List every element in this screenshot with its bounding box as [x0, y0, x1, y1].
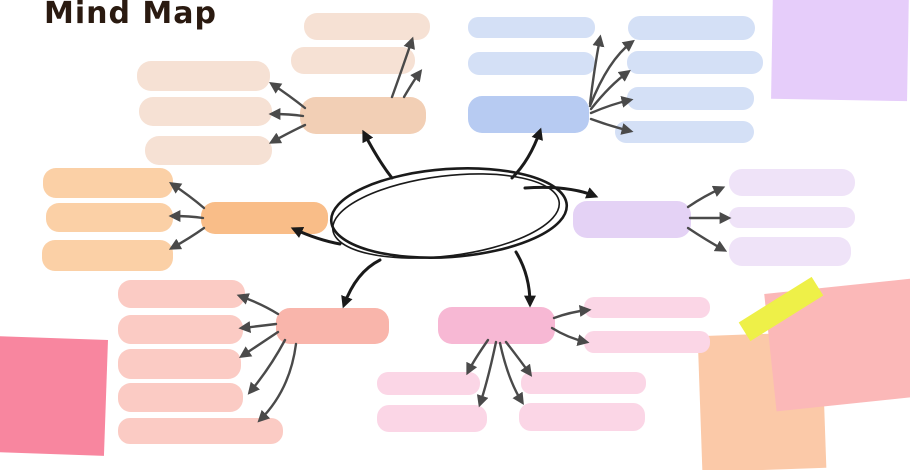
arrow-pink-leaf-4	[476, 340, 498, 408]
arrow-peach-leaf-1	[390, 36, 415, 99]
node-lavender-branch	[573, 201, 691, 238]
arrow-orange-leaf-1	[169, 182, 206, 210]
node-salmon-leaf-3	[118, 349, 241, 379]
arrow-blue-leaf-3	[588, 39, 635, 108]
node-peach-branch	[300, 97, 426, 134]
arrow-pink-leaf-1	[552, 304, 592, 320]
node-salmon-leaf-4	[118, 383, 243, 412]
node-orange-leaf-3	[42, 240, 173, 271]
arrow-blue-leaf-4	[589, 69, 631, 111]
node-lavender-leaf-1	[729, 169, 855, 196]
arrow-pink-leaf-3	[466, 338, 490, 376]
arrow-peach-leaf-3	[269, 82, 307, 110]
arrow-orange-leaf-3	[168, 226, 206, 250]
node-lavender-leaf-2	[729, 207, 855, 228]
arrow-salmon-leaf-2	[238, 321, 278, 334]
node-peach-leaf-4	[139, 97, 272, 126]
arrow-lavender-leaf-3	[686, 226, 728, 252]
node-peach-leaf-1	[304, 13, 430, 40]
main-arrows	[290, 127, 599, 309]
node-orange-branch	[201, 202, 328, 234]
arrow-center-to-blue	[510, 127, 543, 180]
arrow-peach-leaf-2	[402, 69, 423, 99]
node-blue-leaf-5	[627, 87, 754, 110]
node-peach-leaf-2	[291, 47, 415, 74]
node-blue-leaf-6	[615, 121, 754, 143]
node-peach-leaf-5	[145, 136, 272, 165]
arrow-center-to-peach	[362, 129, 394, 180]
sticky-note-pink	[764, 278, 910, 412]
node-salmon-leaf-1	[118, 280, 245, 308]
node-blue-leaf-4	[627, 51, 763, 74]
arrow-salmon-leaf-4	[247, 338, 287, 395]
leaf-arrows	[168, 34, 732, 423]
arrow-blue-leaf-1	[588, 34, 605, 106]
center-node	[329, 167, 569, 259]
sticky-note-hotpink	[0, 336, 108, 456]
arrow-pink-leaf-2	[550, 326, 590, 347]
node-blue-leaf-2	[468, 52, 595, 75]
node-pink-leaf-4	[377, 405, 487, 432]
arrow-center-to-salmon	[341, 258, 382, 309]
page-title: Mind Map	[44, 0, 217, 31]
arrow-salmon-leaf-3	[239, 330, 280, 358]
node-salmon-leaf-5	[118, 418, 283, 444]
node-blue-leaf-3	[628, 16, 755, 40]
node-salmon-branch	[276, 308, 389, 344]
arrow-blue-leaf-6	[589, 117, 634, 135]
node-salmon-leaf-2	[118, 315, 243, 344]
node-orange-leaf-1	[43, 168, 173, 198]
sticky-tape	[738, 276, 824, 342]
node-pink-branch	[438, 307, 555, 344]
arrow-center-to-orange	[290, 227, 342, 246]
arrow-center-to-lavender	[523, 185, 599, 199]
node-pink-leaf-2	[584, 331, 710, 353]
arrow-orange-leaf-2	[168, 210, 205, 223]
arrow-pink-leaf-5	[504, 340, 533, 377]
node-blue-branch	[468, 96, 589, 133]
node-blue-leaf-1	[468, 17, 595, 38]
node-lavender-leaf-3	[729, 237, 851, 266]
arrow-center-to-pink	[514, 250, 536, 308]
arrow-salmon-leaf-5	[257, 342, 298, 423]
sticky-note-violet	[771, 0, 909, 102]
node-pink-leaf-6	[519, 403, 645, 431]
arrow-salmon-leaf-1	[236, 293, 280, 316]
node-orange-leaf-2	[46, 203, 173, 232]
node-pink-leaf-3	[377, 372, 480, 395]
node-pink-leaf-5	[521, 372, 646, 394]
arrow-peach-leaf-4	[268, 108, 305, 121]
node-pink-leaf-1	[584, 297, 710, 318]
arrow-peach-leaf-5	[268, 123, 307, 144]
node-peach-leaf-3	[137, 61, 270, 91]
arrow-pink-leaf-6	[498, 341, 524, 406]
arrow-lavender-leaf-1	[686, 185, 726, 209]
arrow-blue-leaf-5	[589, 95, 634, 115]
